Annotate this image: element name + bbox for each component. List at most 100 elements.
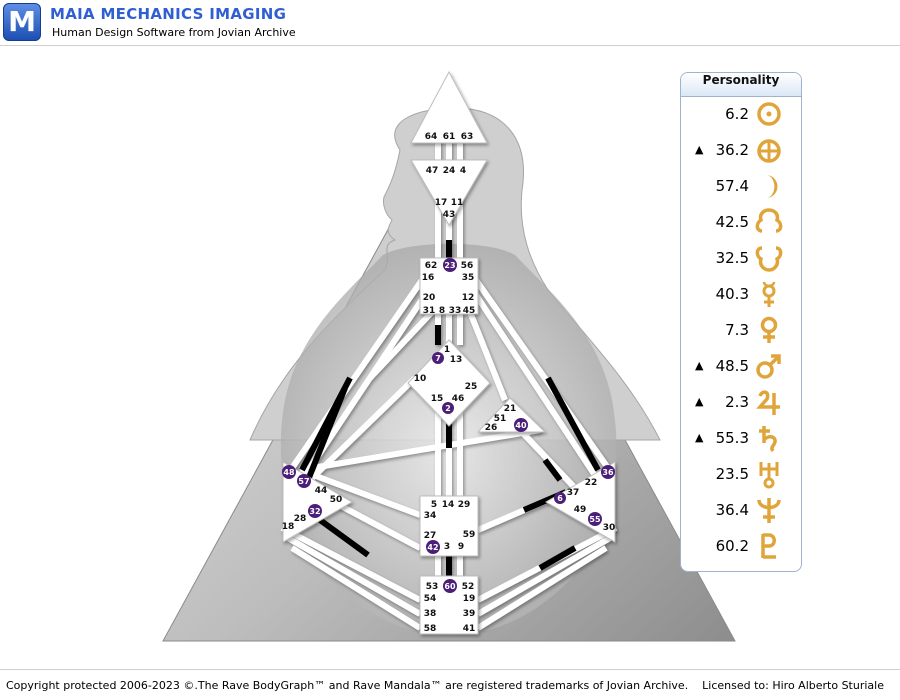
personality-row: ▲ 36.2 xyxy=(681,133,801,169)
gate-label: 45 xyxy=(463,306,476,316)
bodygraph-chart: 64 61 63 47 24 4 17 11 43 62 23 56 16 35… xyxy=(162,70,736,642)
gate-label: 15 xyxy=(431,394,444,404)
gate-label: 27 xyxy=(424,531,437,541)
personality-row: ▲ 48.5 xyxy=(681,349,801,385)
personality-row: 32.5 xyxy=(681,241,801,277)
gate-label: 12 xyxy=(462,293,475,303)
gate-label: 21 xyxy=(504,404,517,414)
personality-row: 7.3 xyxy=(681,313,801,349)
gate-label: 62 xyxy=(425,261,438,271)
gate-line-value: 42.5 xyxy=(715,213,749,231)
gate-label: 18 xyxy=(282,522,295,532)
gate-label: 30 xyxy=(603,523,616,533)
gate-label: 63 xyxy=(461,132,474,142)
gate-label: 43 xyxy=(443,210,456,220)
gate-label: 25 xyxy=(465,382,478,392)
uranus-icon xyxy=(759,462,779,489)
gate-label: 50 xyxy=(330,495,343,505)
gate-label: 28 xyxy=(294,514,307,524)
active-gate-marker xyxy=(443,579,457,593)
gate-line-value: 48.5 xyxy=(715,357,749,375)
gate-label: 1 xyxy=(444,345,450,355)
earth-icon xyxy=(757,139,781,163)
gate-label: 26 xyxy=(485,423,498,433)
gate-label: 47 xyxy=(426,166,439,176)
gate-line-value: 40.3 xyxy=(715,285,749,303)
gate-label: 10 xyxy=(414,374,427,384)
mercury-icon xyxy=(762,281,776,307)
pluto-icon xyxy=(761,533,776,559)
gate-label: 19 xyxy=(463,594,476,604)
active-gate-marker xyxy=(588,512,602,526)
gate-label: 14 xyxy=(442,500,455,510)
gate-label: 53 xyxy=(426,582,439,592)
personality-row: 40.3 xyxy=(681,277,801,313)
active-gate-marker xyxy=(601,465,615,479)
gate-label: 11 xyxy=(451,198,464,208)
gate-label: 37 xyxy=(567,488,580,498)
gate-label: 3 xyxy=(444,542,450,552)
active-gate-marker xyxy=(554,492,566,504)
gate-label: 4 xyxy=(460,166,466,176)
active-gate-marker xyxy=(443,258,457,272)
license-text: Licensed to: Hiro Alberto Sturiale xyxy=(702,679,884,692)
personality-panel: Personality 6.2 ▲ 36.2 57.4 42.5 32.5 40.3 7.3 ▲… xyxy=(680,72,802,572)
gate-label: 40 xyxy=(515,421,527,430)
increase-marker: ▲ xyxy=(695,359,704,372)
active-gate-marker xyxy=(432,352,444,364)
app-header: M MAIA MECHANICS IMAGING Human Design So… xyxy=(0,0,900,46)
gate-line-value: 60.2 xyxy=(715,537,749,555)
gate-label: 23 xyxy=(444,261,455,270)
gate-label: 59 xyxy=(463,530,476,540)
gate-label: 33 xyxy=(449,306,462,316)
gate-label: 52 xyxy=(462,582,475,592)
personality-row: ▲55.3 xyxy=(681,421,801,457)
app-footer: Copyright protected 2006-2023 ©.The Rave… xyxy=(0,669,900,700)
g-center xyxy=(407,339,491,427)
gate-label: 24 xyxy=(443,166,456,176)
gate-label: 7 xyxy=(435,354,441,363)
gate-label: 44 xyxy=(315,486,328,496)
personality-row: 57.4 xyxy=(681,169,801,205)
gate-label: 29 xyxy=(458,500,471,510)
gate-label: 6 xyxy=(557,494,563,503)
gate-label: 31 xyxy=(423,306,436,316)
gate-line-value: 7.3 xyxy=(725,321,749,339)
ajna-center xyxy=(410,159,488,226)
gate-line-value: 57.4 xyxy=(715,177,749,195)
gate-line-value: 36.2 xyxy=(715,141,749,159)
head-center xyxy=(410,70,488,144)
gate-label: 22 xyxy=(585,478,598,488)
gate-label: 32 xyxy=(309,507,320,516)
gate-line-value: 55.3 xyxy=(715,429,749,447)
gate-label: 34 xyxy=(424,511,437,521)
neptune-icon xyxy=(757,498,781,523)
gate-label: 2 xyxy=(445,404,451,413)
gate-label: 55 xyxy=(589,515,601,524)
moon-icon xyxy=(766,175,778,198)
gate-label: 36 xyxy=(602,468,614,477)
gate-label: 51 xyxy=(494,414,507,424)
gate-label: 60 xyxy=(444,582,456,591)
personality-row: 23.5 xyxy=(681,457,801,493)
increase-marker: ▲ xyxy=(695,395,704,408)
gate-label: 46 xyxy=(452,394,465,404)
personality-row: 6.2 xyxy=(681,97,801,133)
gate-label: 13 xyxy=(450,355,463,365)
gate-line-value: 23.5 xyxy=(715,465,749,483)
gate-line-value: 32.5 xyxy=(715,249,749,267)
gate-label: 56 xyxy=(461,261,474,271)
gate-label: 57 xyxy=(298,477,309,486)
saturn-icon xyxy=(759,426,777,453)
gate-label: 5 xyxy=(431,500,437,510)
personality-row: 60.2 xyxy=(681,529,801,565)
personality-panel-title: Personality xyxy=(681,73,801,97)
gate-label: 64 xyxy=(425,132,438,142)
gate-line-value: 36.4 xyxy=(715,501,749,519)
personality-row: ▲2.3 xyxy=(681,385,801,421)
north-node-icon xyxy=(755,208,783,233)
gate-label: 35 xyxy=(462,273,475,283)
increase-marker: ▲ xyxy=(695,143,704,156)
gate-label: 8 xyxy=(439,306,445,316)
active-gate-marker xyxy=(282,465,296,479)
